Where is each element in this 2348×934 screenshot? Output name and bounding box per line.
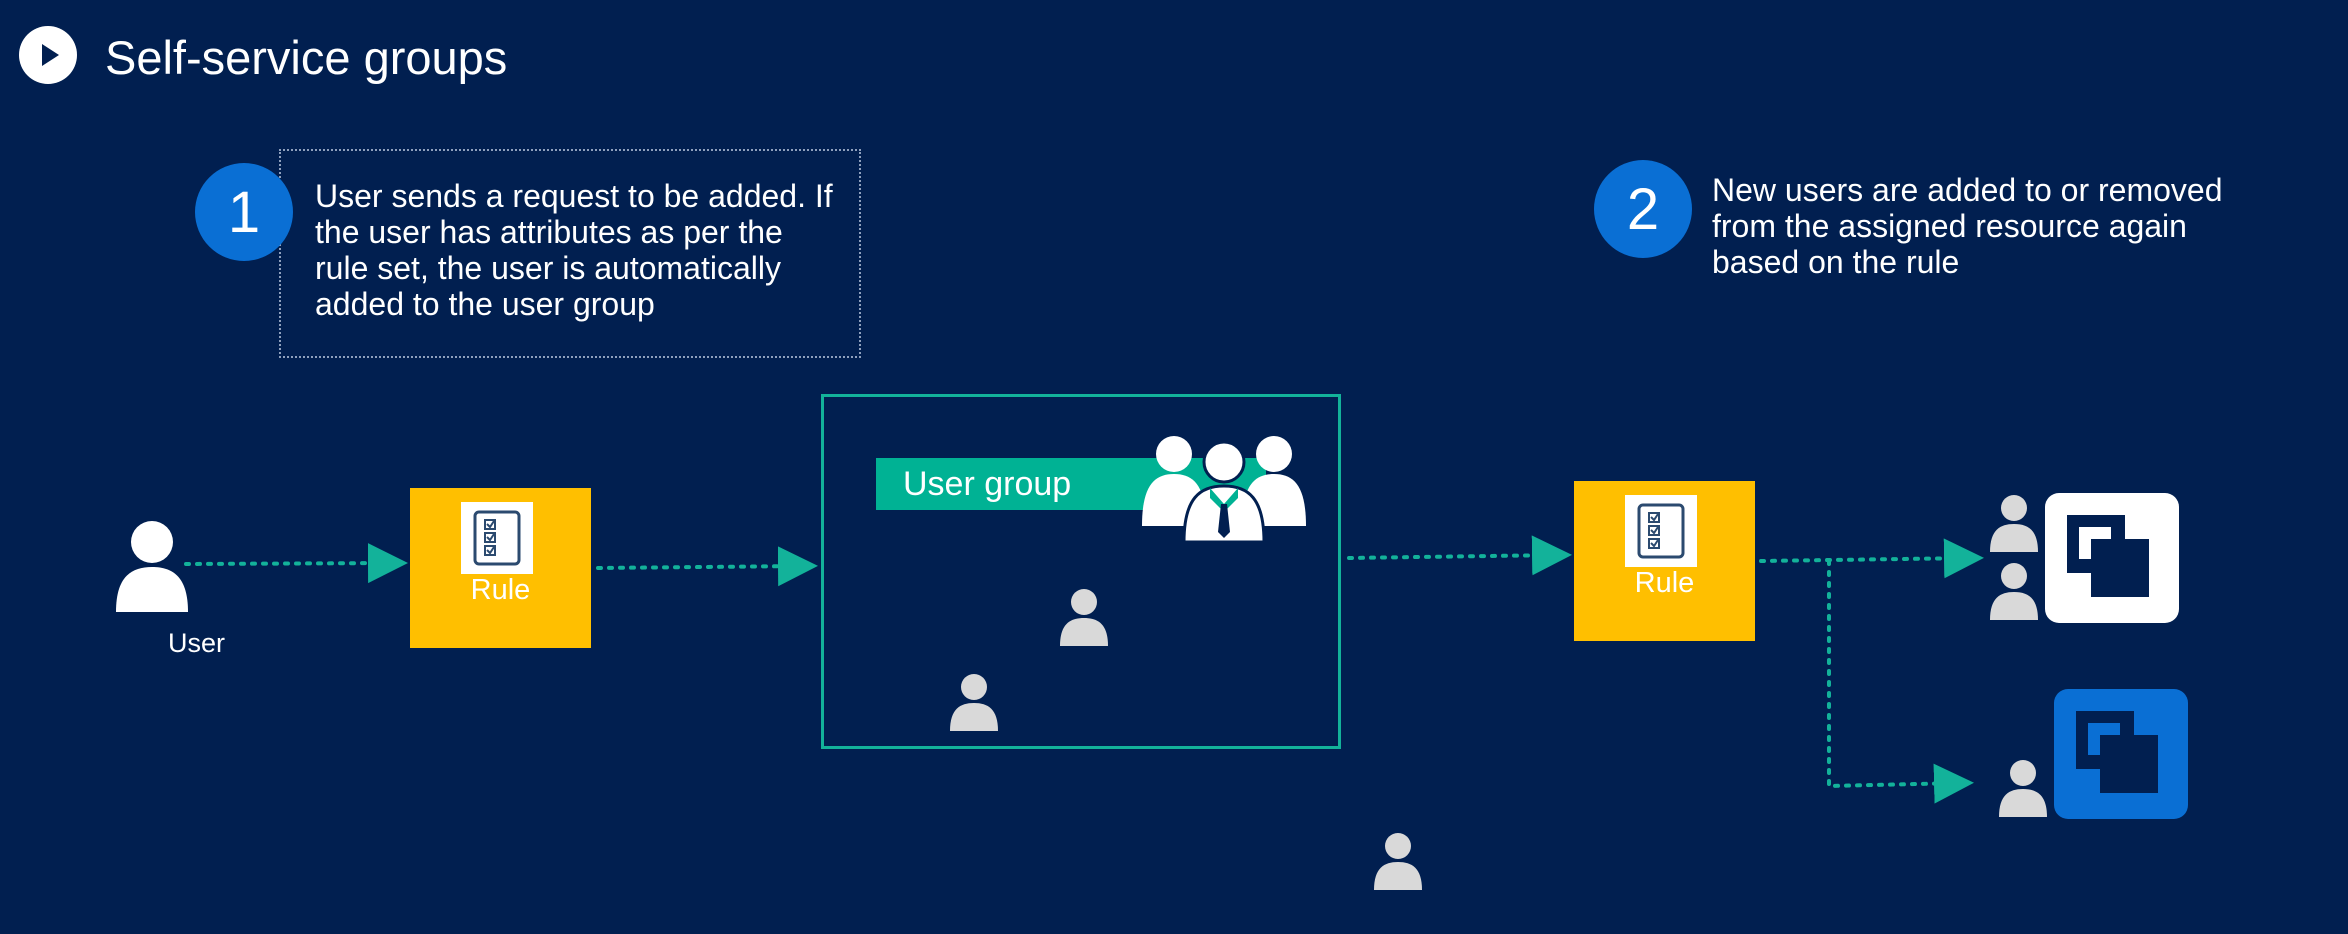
user-group-container [821,394,1341,749]
person-icon [950,674,998,731]
rule-label: Rule [1634,567,1695,599]
checklist-icon [1625,495,1697,567]
assigned-resource-tile-2 [2054,689,2188,819]
step2-description: New users are added to or removed from t… [1712,172,2223,280]
assigned-resource-tile-1 [2045,493,2179,623]
arrow-group-to-rule [1347,535,1572,576]
person-icon [1999,760,2047,817]
arrow-rule-to-resource-top [1759,538,1984,579]
arrow-user-to-rule [184,543,408,584]
arrow-rule-to-resource-bottom [1827,559,1974,804]
step1-callout-box [279,149,861,358]
step1-number-badge: 1 [195,163,293,261]
person-icon [1990,495,2038,552]
user-group-icon [1142,436,1306,542]
step2-number-badge: 2 [1594,160,1692,258]
person-icon [1990,563,2038,620]
rule-box-1: Rule [410,488,591,648]
page-title: Self-service groups [105,31,508,84]
person-icon [1060,589,1108,646]
arrow-rule-to-group [596,546,818,587]
resource-app-icon [2076,711,2158,793]
user-group-label: User group [876,458,1266,510]
checklist-icon [461,502,533,574]
resource-app-icon [2067,515,2149,597]
rule-box-2: Rule [1574,481,1755,641]
person-icon [1374,833,1422,890]
play-circle-icon [19,26,77,84]
user-person-icon [116,521,188,612]
rule-label: Rule [470,574,531,606]
step1-description: User sends a request to be added. If the… [315,178,833,322]
user-label: User [168,628,226,658]
